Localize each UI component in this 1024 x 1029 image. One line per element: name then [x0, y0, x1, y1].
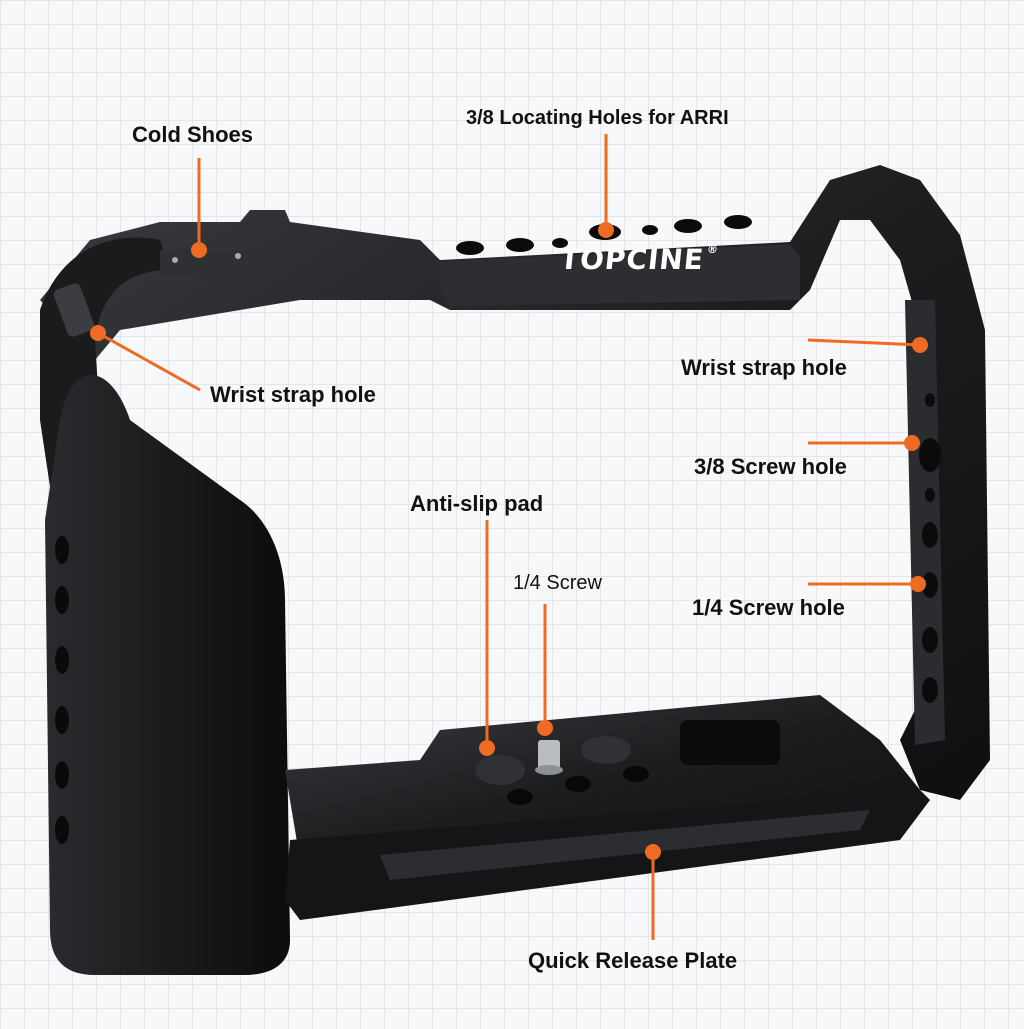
label-wrist-strap-hole-left: Wrist strap hole: [210, 382, 376, 407]
label-quick-release-plate: Quick Release Plate: [528, 948, 738, 973]
label-14-screw-hole: 1/4 Screw hole: [692, 595, 845, 620]
label-38-screw-hole: 3/8 Screw hole: [694, 454, 847, 479]
label-wrist-strap-hole-right: Wrist strap hole: [681, 355, 847, 380]
right-side-holes: [919, 393, 941, 703]
callout-lines: [97, 134, 921, 940]
brand-logo-text: TOPCINE: [558, 243, 706, 276]
label-14-screw: 1/4 Screw: [513, 572, 602, 594]
grip-side-holes: [55, 536, 69, 844]
label-cold-shoes: Cold Shoes: [132, 122, 254, 147]
label-anti-slip-pad: Anti-slip pad: [410, 491, 544, 516]
quarter-inch-screw: [535, 740, 563, 775]
hand-grip: [45, 375, 290, 975]
cold-shoe-mount: [160, 250, 255, 278]
label-arri-locating-holes: 3/8 Locating Holes for ARRI: [466, 107, 729, 129]
brand-logo: TOPCINE®: [558, 243, 719, 276]
top-rail-holes: [456, 215, 752, 255]
anti-slip-pads: [475, 736, 631, 785]
registered-mark: ®: [706, 243, 720, 256]
bottom-plate-holes: [507, 766, 649, 805]
callout-dots: [90, 222, 928, 860]
